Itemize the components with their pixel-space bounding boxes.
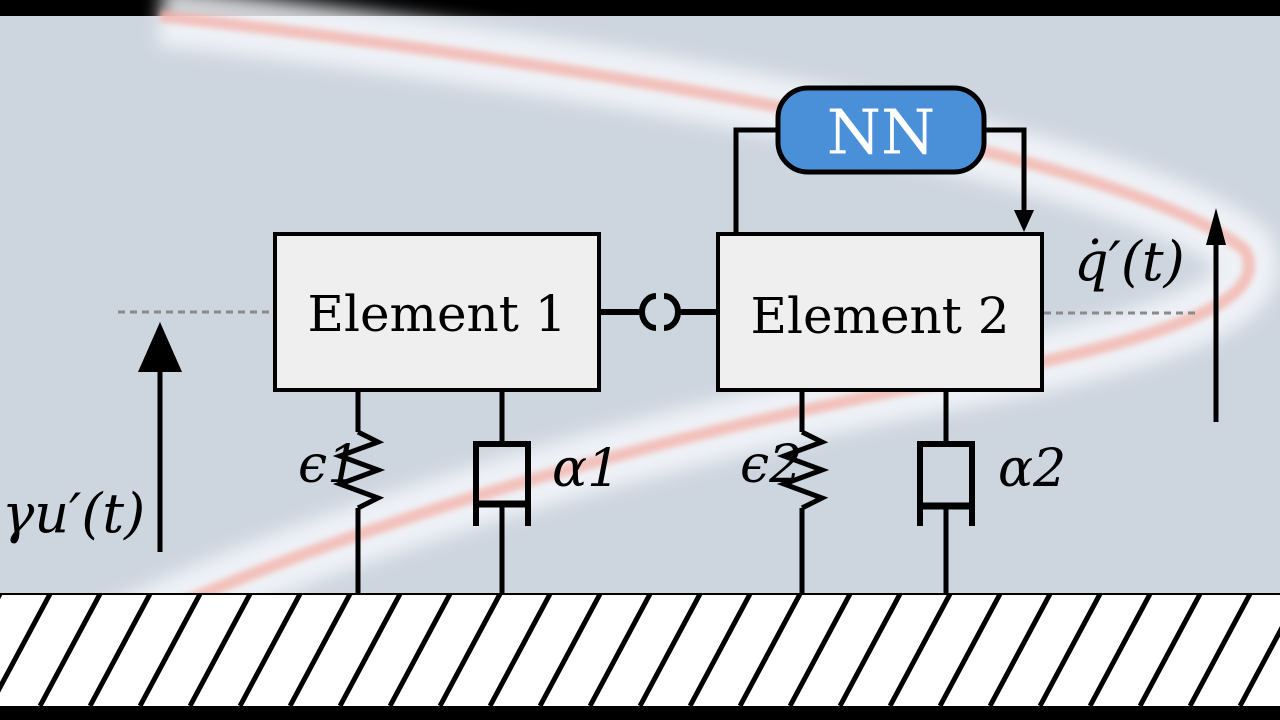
- nn-feedback-loop: [733, 127, 1034, 234]
- element-2-label: Element 2: [750, 287, 1009, 345]
- spring-2: [776, 390, 830, 594]
- spring-2-label: ϵ2: [740, 435, 802, 495]
- element-2-box: Element 2: [716, 232, 1044, 392]
- output-arrow: [1206, 208, 1226, 422]
- element-1-box: Element 1: [273, 232, 601, 392]
- nn-block: NN: [775, 85, 987, 175]
- spring-1-label: ϵ1: [298, 435, 360, 495]
- damper-2-label: α2: [998, 439, 1066, 499]
- ground-hatching: [0, 594, 1280, 706]
- ground: [0, 593, 1280, 706]
- spring-1: [332, 390, 386, 594]
- output-signal-label: q̇′(t): [1074, 230, 1185, 293]
- element-1-label: Element 1: [307, 285, 566, 343]
- damper-1-label: α1: [552, 439, 620, 499]
- bottom-frame-bar: [0, 704, 1280, 720]
- input-arrow: [138, 322, 182, 552]
- coupling-link: [599, 293, 718, 331]
- nn-label: NN: [827, 96, 936, 169]
- input-signal-label: γu′(t): [2, 482, 145, 545]
- damper-1: [473, 390, 531, 594]
- nn-output-arrowhead: [1014, 210, 1034, 232]
- damper-2: [917, 390, 975, 594]
